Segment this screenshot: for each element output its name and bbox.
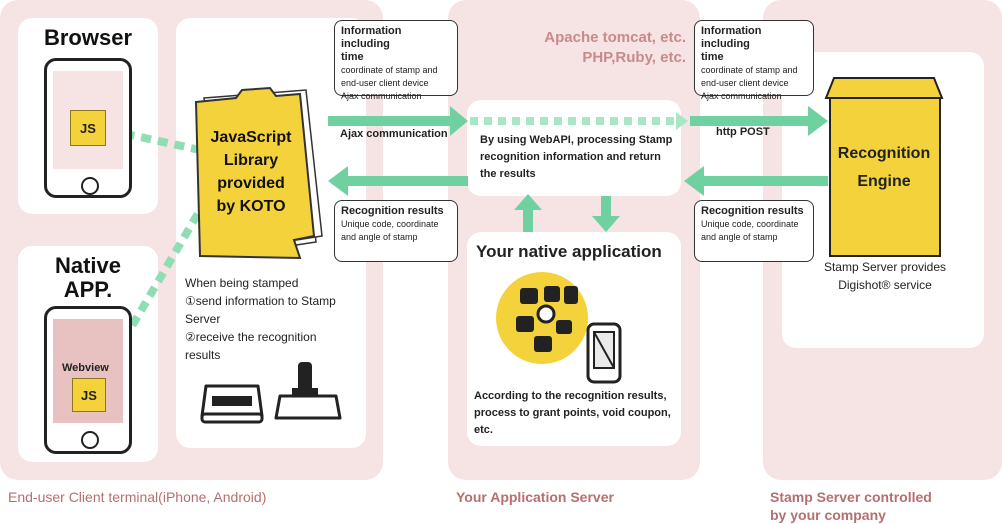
webapi-line1: By using WebAPI, processing Stamp xyxy=(480,134,673,146)
stamp-device-icon xyxy=(274,362,342,420)
info-title2: time xyxy=(701,51,724,63)
webapi-card xyxy=(467,100,681,196)
stamp-desc-line2: Digishot® service xyxy=(838,278,932,292)
info-title2: time xyxy=(341,51,364,63)
native-phone xyxy=(44,306,132,454)
library-line3: provided xyxy=(217,175,285,192)
info-line1: coordinate of stamp and xyxy=(701,65,798,75)
stamping-line3: Server xyxy=(185,312,221,326)
home-button xyxy=(81,431,99,449)
tech-stack-text: Apache tomcat, etc. PHP,Ruby, etc. xyxy=(500,28,686,68)
result-line2: and angle of stamp xyxy=(701,232,778,242)
stamp-zone-line2: by your company xyxy=(770,507,886,523)
native-app-line2: process to grant points, void coupon, xyxy=(474,407,671,419)
webview-label: Webview xyxy=(62,362,109,374)
result-line2: and angle of stamp xyxy=(341,232,418,242)
native-app-line1: According to the recognition results, xyxy=(474,390,667,402)
info-bubble-left: Information including time coordinate of… xyxy=(334,20,458,101)
stamp-zone-line1: Stamp Server controlled xyxy=(770,489,932,505)
http-arrow-label: http POST xyxy=(716,126,770,138)
http-arrow-shaft xyxy=(690,116,810,126)
info-line2: end-user client device xyxy=(341,78,429,88)
stamp-server-zone-label: Stamp Server controlled by your company xyxy=(770,488,932,524)
info-line2: end-user client device xyxy=(701,78,789,88)
native-app-text: According to the recognition results, pr… xyxy=(474,388,678,439)
client-zone-label: End-user Client terminal(iPhone, Android… xyxy=(8,489,267,505)
browser-js-badge: JS xyxy=(70,110,106,146)
result-left-arrow-head-2 xyxy=(684,166,704,196)
app-icons-illustration xyxy=(496,272,622,384)
recognition-engine-box xyxy=(824,77,944,257)
library-line1: JavaScript xyxy=(210,129,292,146)
down-arrow-shaft xyxy=(601,196,611,218)
engine-line1: Recognition xyxy=(837,145,931,162)
tech-line1: Apache tomcat, etc. xyxy=(544,29,686,46)
info-title1: Information including xyxy=(701,25,762,50)
info-title1: Information including xyxy=(341,25,402,50)
stamping-line1: When being stamped xyxy=(185,276,299,290)
result-left-arrow-shaft-1 xyxy=(345,176,468,186)
up-arrow-shaft xyxy=(523,208,533,232)
native-app-line3: etc. xyxy=(474,424,493,436)
library-folder-icon xyxy=(194,86,323,260)
info-bubble-right: Information including time coordinate of… xyxy=(694,20,814,101)
result-bubble-left: Recognition results Unique code, coordin… xyxy=(334,200,458,262)
webapi-dotted-head xyxy=(676,112,688,130)
tech-line2: PHP,Ruby, etc. xyxy=(582,49,686,66)
stamp-reader-icon xyxy=(200,384,264,424)
library-line2: Library xyxy=(223,152,279,169)
ajax-arrow-head xyxy=(450,106,468,136)
info-line3: Ajax communication xyxy=(701,91,782,101)
library-label: JavaScript Library provided by KOTO xyxy=(196,126,306,218)
down-arrow-head xyxy=(592,216,620,232)
stamping-text: When being stamped ①send information to … xyxy=(185,274,365,364)
stamping-line5: results xyxy=(185,348,221,362)
stamping-line4: ②receive the recognition xyxy=(185,330,317,344)
home-button xyxy=(81,177,99,195)
http-arrow-head xyxy=(808,106,828,136)
up-arrow-head xyxy=(514,194,542,210)
engine-line2: Engine xyxy=(857,173,911,190)
library-line4: by KOTO xyxy=(216,198,286,215)
webapi-text: By using WebAPI, processing Stamp recogn… xyxy=(480,132,676,183)
ajax-arrow-shaft xyxy=(328,116,452,126)
stamping-line2: ①send information to Stamp xyxy=(185,294,336,308)
stamp-server-description: Stamp Server provides Digishot® service xyxy=(790,258,980,294)
browser-phone xyxy=(44,58,132,198)
stamp-desc-line1: Stamp Server provides xyxy=(823,260,947,274)
info-line1: coordinate of stamp and xyxy=(341,65,438,75)
info-line3: Ajax communication xyxy=(341,91,422,101)
result-line1: Unique code, coordinate xyxy=(701,219,799,229)
result-left-arrow-head-1 xyxy=(328,166,348,196)
native-title-line1: Native xyxy=(54,253,122,278)
native-js-badge: JS xyxy=(72,378,106,412)
native-title-line2: APP. xyxy=(63,277,113,302)
webapi-line2: recognition information and return xyxy=(480,151,661,163)
result-left-arrow-shaft-2 xyxy=(700,176,828,186)
engine-label: Recognition Engine xyxy=(830,140,938,196)
ajax-arrow-label: Ajax communication xyxy=(340,128,448,140)
app-server-zone-label: Your Application Server xyxy=(456,489,614,505)
result-title: Recognition results xyxy=(341,205,444,217)
result-bubble-right: Recognition results Unique code, coordin… xyxy=(694,200,814,262)
result-title: Recognition results xyxy=(701,205,804,217)
result-line1: Unique code, coordinate xyxy=(341,219,439,229)
browser-title: Browser xyxy=(43,25,133,50)
native-app-title: Your native application xyxy=(476,242,662,261)
webapi-line3: the results xyxy=(480,168,536,180)
